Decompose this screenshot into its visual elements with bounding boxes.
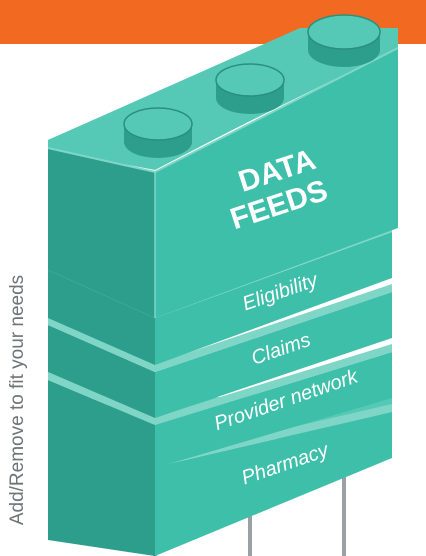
layer-eligibility (48, 224, 392, 365)
block-front-face (155, 48, 398, 318)
stud-2 (215, 63, 285, 114)
side-label: Add/Remove to fit your needs (7, 274, 28, 526)
layer-claims (48, 284, 392, 418)
stud-3 (307, 14, 381, 67)
stud-1 (123, 107, 193, 158)
block-studs (123, 14, 381, 158)
data-feeds-block: DATA FEEDS (47, 14, 399, 318)
layer-provider-network (48, 344, 392, 468)
block-side-face (48, 148, 155, 318)
